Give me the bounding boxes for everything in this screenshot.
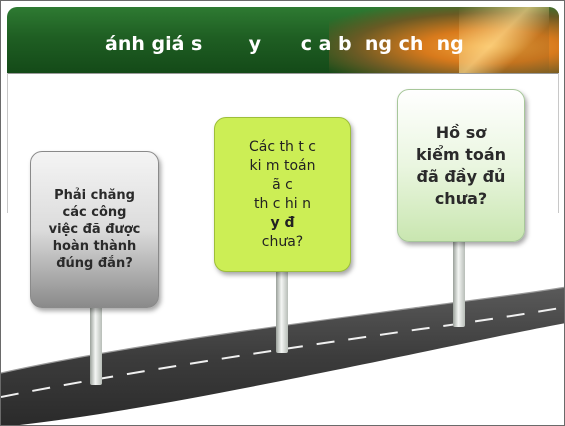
sign-1-text: Phải chăng các công việc đã được hoàn th… <box>48 188 141 271</box>
sign-2-text-end: chưa? <box>261 233 304 250</box>
sign-pole-3 <box>453 237 465 327</box>
title-bar: ánh giá s y c a b ng ch ng <box>7 7 559 73</box>
sign-pole-1 <box>90 301 102 385</box>
road-center-line <box>1 306 564 398</box>
title-decoration-highlight <box>459 7 549 73</box>
road-edge <box>1 286 564 374</box>
title-divider <box>7 73 559 74</box>
road-sign-3: Hồ sơ kiểm toán đã đầy đủ chưa? <box>397 89 525 242</box>
slide-title: ánh giá s y c a b ng ch ng <box>105 33 464 55</box>
frame-right-border <box>558 73 559 213</box>
sign-2-text-main: Các th t c ki m toán ã c th c hi n <box>249 138 316 212</box>
sign-2-text: Các th t c ki m toán ã c th c hi n y đ c… <box>249 138 316 252</box>
sign-2-text-bold: y đ <box>270 214 295 231</box>
frame-left-border <box>7 73 8 213</box>
road-sign-1: Phải chăng các công việc đã được hoàn th… <box>30 151 159 308</box>
sign-pole-2 <box>276 267 288 353</box>
road-sign-2: Các th t c ki m toán ã c th c hi n y đ c… <box>214 117 351 272</box>
sign-3-text: Hồ sơ kiểm toán đã đầy đủ chưa? <box>415 122 507 208</box>
road-surface <box>1 287 564 425</box>
